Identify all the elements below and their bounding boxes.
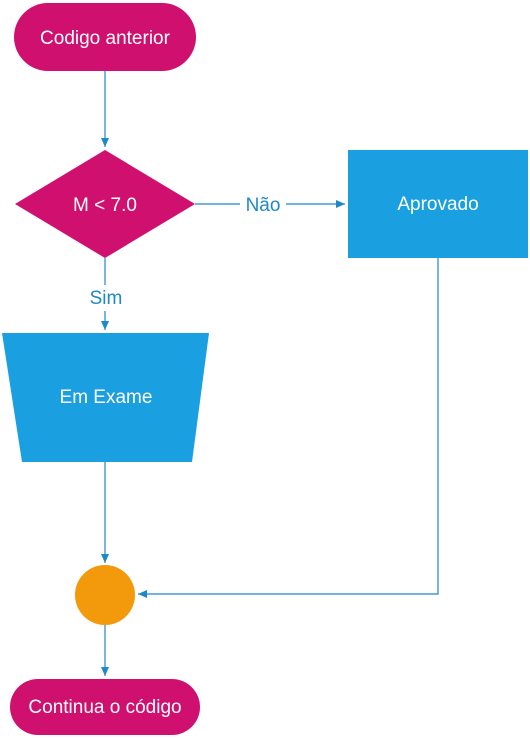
edge-no-label: Não [246, 195, 281, 216]
edge-approved-to-merge [138, 258, 439, 598]
exam-trapezoid-node [2, 333, 209, 462]
edge-no-label-bg [240, 191, 286, 217]
start-terminal-label: Codigo anterior [40, 28, 171, 49]
decision-diamond-node [15, 150, 195, 258]
edge-yes-label: Sim [90, 288, 123, 309]
merge-connector-node [75, 565, 135, 625]
end-terminal-node [10, 679, 200, 735]
exam-label: Em Exame [60, 387, 153, 408]
edge-yes-label-bg [86, 285, 126, 311]
end-terminal-label: Continua o código [28, 697, 181, 718]
approved-process-node [348, 150, 528, 258]
decision-label: M < 7.0 [73, 195, 137, 216]
start-terminal-node [14, 3, 196, 71]
approved-label: Aprovado [397, 194, 478, 215]
